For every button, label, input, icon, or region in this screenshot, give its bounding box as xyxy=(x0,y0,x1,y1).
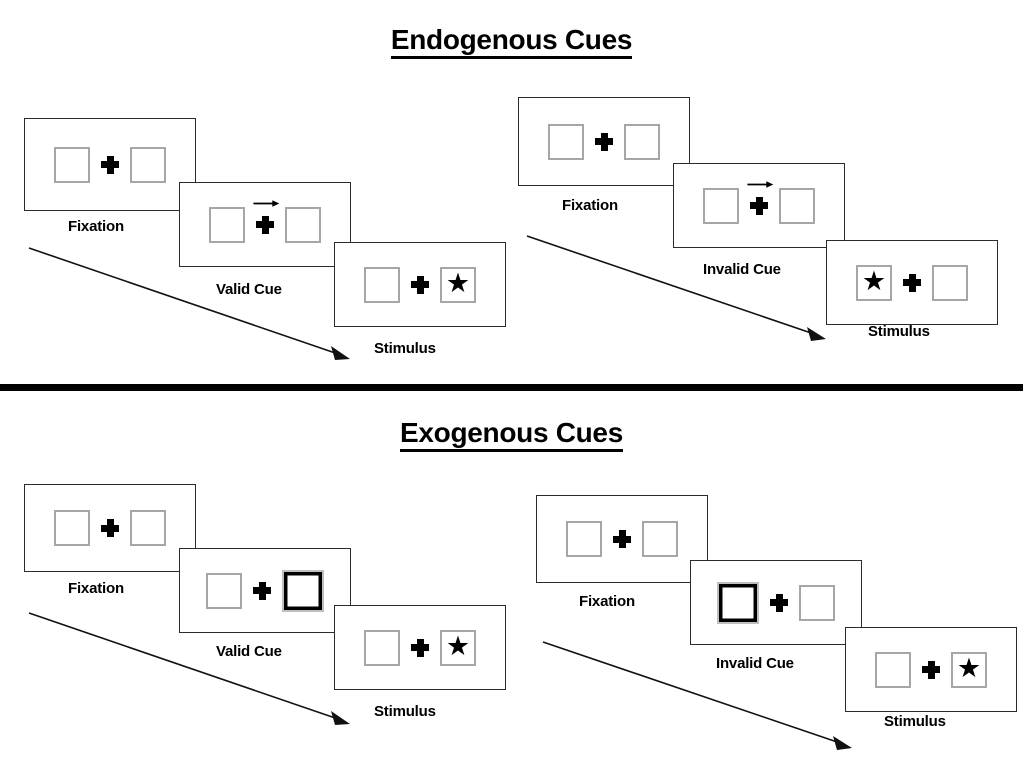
flow-arrow-exogenous-invalid xyxy=(542,641,852,750)
panel-exogenous-invalid-cue xyxy=(690,560,862,645)
caption-exogenous-invalid-stimulus: Stimulus xyxy=(884,713,946,730)
placeholder-box-right xyxy=(130,510,166,546)
cue-highlight-box-left xyxy=(717,581,759,624)
stimulus-box-right: ★ xyxy=(440,266,476,303)
caption-endogenous-valid-fixation: Fixation xyxy=(68,218,124,235)
placeholder-box-left xyxy=(54,146,90,183)
fixation-cross-icon xyxy=(254,214,276,236)
stimulus-box-right: ★ xyxy=(440,629,476,666)
panel-endogenous-invalid-stimulus: ★ xyxy=(826,240,998,325)
section-title-exogenous-text: Exogenous Cues xyxy=(400,417,623,452)
panel-endogenous-invalid-cue xyxy=(673,163,845,248)
panel-endogenous-valid-fixation xyxy=(24,118,196,211)
panel-inner: ★ xyxy=(846,628,1016,711)
panel-endogenous-valid-cue xyxy=(179,182,351,267)
placeholder-box-right xyxy=(779,187,815,224)
placeholder-box-right xyxy=(642,521,678,557)
caption-exogenous-valid-cue: Valid Cue xyxy=(216,643,282,660)
panel-inner xyxy=(25,119,195,210)
caption-endogenous-invalid-stimulus: Stimulus xyxy=(868,323,930,340)
fixation-cross-icon xyxy=(409,637,431,659)
placeholder-box-right xyxy=(799,584,835,621)
placeholder-box-left xyxy=(566,521,602,557)
fixation-cross-icon xyxy=(920,659,942,681)
placeholder-box-left xyxy=(364,629,400,666)
section-title-endogenous-text: Endogenous Cues xyxy=(390,24,632,59)
panel-inner xyxy=(519,98,689,185)
fixation-cross-icon xyxy=(409,274,431,296)
star-icon: ★ xyxy=(445,631,471,661)
caption-endogenous-invalid-fixation: Fixation xyxy=(562,197,618,214)
panel-inner xyxy=(674,164,844,247)
fixation-cross-icon xyxy=(99,517,121,539)
panel-inner xyxy=(25,485,195,571)
fixation-cross-icon xyxy=(748,195,770,217)
caption-exogenous-valid-fixation: Fixation xyxy=(68,580,124,597)
cue-highlight-box-right xyxy=(282,569,324,612)
stimulus-box-right: ★ xyxy=(951,651,987,688)
placeholder-box-left xyxy=(54,510,90,546)
placeholder-box-left xyxy=(364,266,400,303)
fixation-cross-icon xyxy=(901,272,923,294)
panel-inner xyxy=(180,183,350,266)
panel-exogenous-valid-stimulus: ★ xyxy=(334,605,506,690)
placeholder-box-left xyxy=(875,651,911,688)
panel-inner xyxy=(537,496,707,582)
arrow-right-icon xyxy=(747,180,774,188)
caption-exogenous-invalid-fixation: Fixation xyxy=(579,593,635,610)
caption-exogenous-invalid-cue: Invalid Cue xyxy=(716,655,794,672)
placeholder-box-right xyxy=(624,123,660,160)
placeholder-box-right xyxy=(932,264,968,301)
section-divider xyxy=(0,384,1023,391)
placeholder-box-left xyxy=(548,123,584,160)
panel-endogenous-invalid-fixation xyxy=(518,97,690,186)
stimulus-box-left: ★ xyxy=(856,264,892,301)
panel-inner: ★ xyxy=(827,241,997,324)
panel-inner xyxy=(691,561,861,644)
placeholder-box-left xyxy=(206,572,242,609)
star-icon: ★ xyxy=(445,268,471,298)
flow-arrow-endogenous-invalid xyxy=(526,235,826,341)
arrow-right-icon xyxy=(253,199,280,207)
placeholder-box-right xyxy=(285,206,321,243)
cue-stack xyxy=(747,180,774,217)
section-title-endogenous: Endogenous Cues xyxy=(0,24,1023,59)
panel-exogenous-valid-fixation xyxy=(24,484,196,572)
placeholder-box-right xyxy=(130,146,166,183)
panel-inner xyxy=(180,549,350,632)
panel-endogenous-valid-stimulus: ★ xyxy=(334,242,506,327)
panel-exogenous-invalid-fixation xyxy=(536,495,708,583)
star-icon: ★ xyxy=(861,266,887,296)
panel-inner: ★ xyxy=(335,243,505,326)
placeholder-box-left xyxy=(209,206,245,243)
fixation-cross-icon xyxy=(593,131,615,153)
fixation-cross-icon xyxy=(768,592,790,614)
cue-stack xyxy=(253,199,280,236)
section-title-exogenous: Exogenous Cues xyxy=(0,417,1023,452)
fixation-cross-icon xyxy=(251,580,273,602)
caption-endogenous-invalid-cue: Invalid Cue xyxy=(703,261,781,278)
panel-exogenous-invalid-stimulus: ★ xyxy=(845,627,1017,712)
fixation-cross-icon xyxy=(611,528,633,550)
panel-exogenous-valid-cue xyxy=(179,548,351,633)
caption-exogenous-valid-stimulus: Stimulus xyxy=(374,703,436,720)
fixation-cross-icon xyxy=(99,154,121,176)
star-icon: ★ xyxy=(956,653,982,683)
caption-endogenous-valid-stimulus: Stimulus xyxy=(374,340,436,357)
caption-endogenous-valid-cue: Valid Cue xyxy=(216,281,282,298)
placeholder-box-left xyxy=(703,187,739,224)
panel-inner: ★ xyxy=(335,606,505,689)
